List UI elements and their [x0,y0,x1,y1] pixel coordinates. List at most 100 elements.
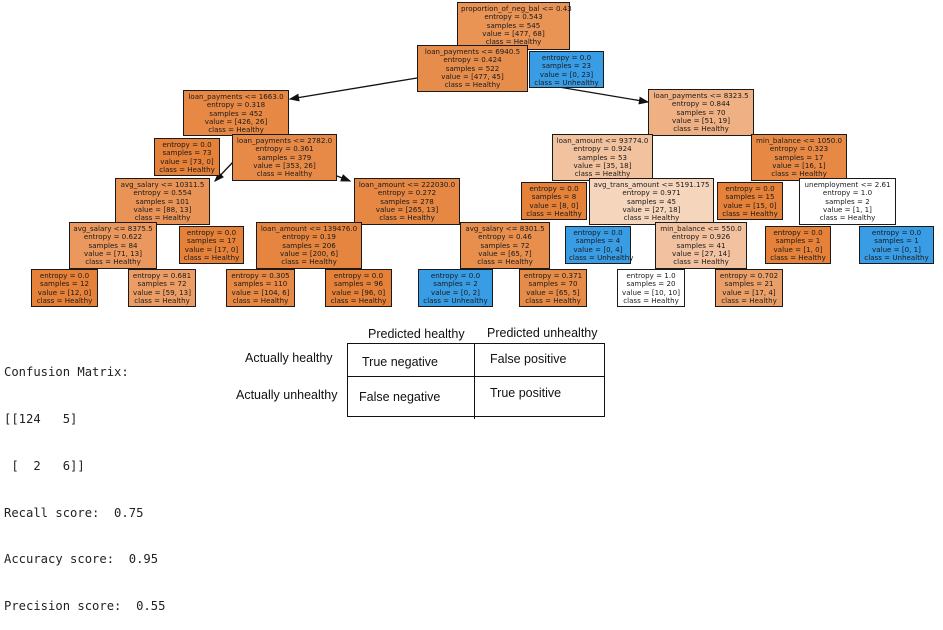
node-text-line: value = [1, 0] [773,244,823,254]
node-text-line: samples = 72 [137,279,187,289]
node-text-line: samples = 70 [676,107,726,117]
node-text-line: value = [200, 6] [280,248,338,258]
node-text-line: value = [88, 13] [133,204,192,214]
col-header-predicted-unhealthy: Predicted unhealthy [487,326,598,340]
node-text-line: samples = 17 [774,152,824,162]
node-text-line: entropy = 0.371 [523,271,583,280]
node-text-line: class = Healthy [623,213,680,223]
node-text-line: value = [35, 18] [573,160,632,170]
node-text-line: value = [426, 26] [204,116,268,126]
node-text-line: samples = 21 [724,279,774,289]
node-text-line: class = Healthy [444,80,501,90]
node-text-line: proportion_of_neg_bal <= 0.43 [461,4,572,13]
node-text-line: class = Unhealthy [423,295,488,305]
node-text-line: entropy = 0.19 [282,232,336,242]
node-text-line: value = [15, 0] [723,200,777,210]
node-text-line: entropy = 0.305 [231,271,290,280]
node-text-line: samples = 23 [542,61,591,71]
confusion-matrix-row-1: [[124 5] [4,411,78,426]
recall-score: Recall score: 0.75 [4,505,144,520]
node-text-line: samples = 278 [380,196,434,206]
node-text-line: class = Healthy [281,257,337,267]
node-text-line: samples = 20 [626,279,676,289]
node-text-line: value = [8, 0] [529,200,579,210]
node-text-line: samples = 72 [480,240,530,250]
node-text-line: entropy = 0.0 [871,228,922,237]
grid-line [347,343,348,417]
node-text-line: avg_salary <= 8375.5 [73,224,153,233]
node-text-line: samples = 1 [874,236,919,246]
node-text-line: samples = 110 [233,279,288,289]
decision-tree: proportion_of_neg_bal <= 0.43 entropy = 0… [31,2,934,307]
node-text-line: entropy = 0.361 [255,144,314,154]
node-text-line: entropy = 0.681 [132,271,192,280]
node-text-line: entropy = 1.0 [822,188,873,198]
grid-line [474,343,475,419]
node-text-line: value = [27, 14] [672,248,730,258]
node-text-line: entropy = 1.0 [626,271,676,280]
node-text-line: entropy = 0.272 [377,188,437,198]
node-text-line: samples = 17 [187,236,236,246]
node-text-line: class = Healthy [574,169,631,179]
node-text-line: samples = 522 [445,63,500,73]
node-text-line: class = Healthy [526,208,582,218]
node-text-line: value = [0, 1] [872,244,921,254]
node-text-line: class = Healthy [722,208,778,218]
node-text-line: avg_trans_amount <= 5191.175 [593,180,710,189]
node-text-line: value = [16, 1] [772,160,826,170]
node-text-line: avg_salary <= 10311.5 [120,180,205,189]
node-text-line: entropy = 0.0 [186,228,237,237]
edge [336,174,352,182]
node-text-line: class = Healthy [485,37,542,47]
node-text-line: unemployment <= 2.61 [804,180,891,189]
node-text-line: value = [265, 13] [375,204,439,214]
node-text-line: samples = 12 [40,279,89,289]
cell-true-negative: True negative [362,355,438,369]
edge [214,161,234,182]
node-text-line: samples = 15 [725,192,775,202]
node-text-line: entropy = 0.46 [478,232,532,242]
node-text-line: loan_payments <= 2782.0 [236,136,333,145]
node-text-line: loan_amount <= 222030.0 [358,180,456,189]
node-text-line: entropy = 0.0 [333,271,384,280]
node-text-line: class = Healthy [232,295,289,305]
node-text-line: samples = 2 [433,279,478,289]
node-text-line: value = [477, 45] [441,71,504,81]
node-text-line: entropy = 0.0 [773,228,823,237]
node-text-line: min_balance <= 550.0 [660,224,742,233]
node-text-line: samples = 452 [209,108,263,118]
node-text-line: class = Healthy [819,213,876,223]
node-text-line: value = [0, 2] [431,287,480,297]
node-text-line: value = [10, 10] [622,287,680,297]
node-text-line: value = [65, 7] [478,248,532,258]
node-text-line: samples = 206 [282,240,336,250]
node-text-line: value = [27, 18] [622,204,681,214]
node-text-line: value = [73, 0] [160,156,214,166]
node-text-line: value = [71, 13] [84,248,142,258]
grid-line [604,343,605,417]
precision-score: Precision score: 0.55 [4,599,166,614]
node-text-line: entropy = 0.622 [83,232,143,242]
node-text-line: samples = 101 [135,196,190,206]
node-text-line: entropy = 0.318 [206,100,266,110]
